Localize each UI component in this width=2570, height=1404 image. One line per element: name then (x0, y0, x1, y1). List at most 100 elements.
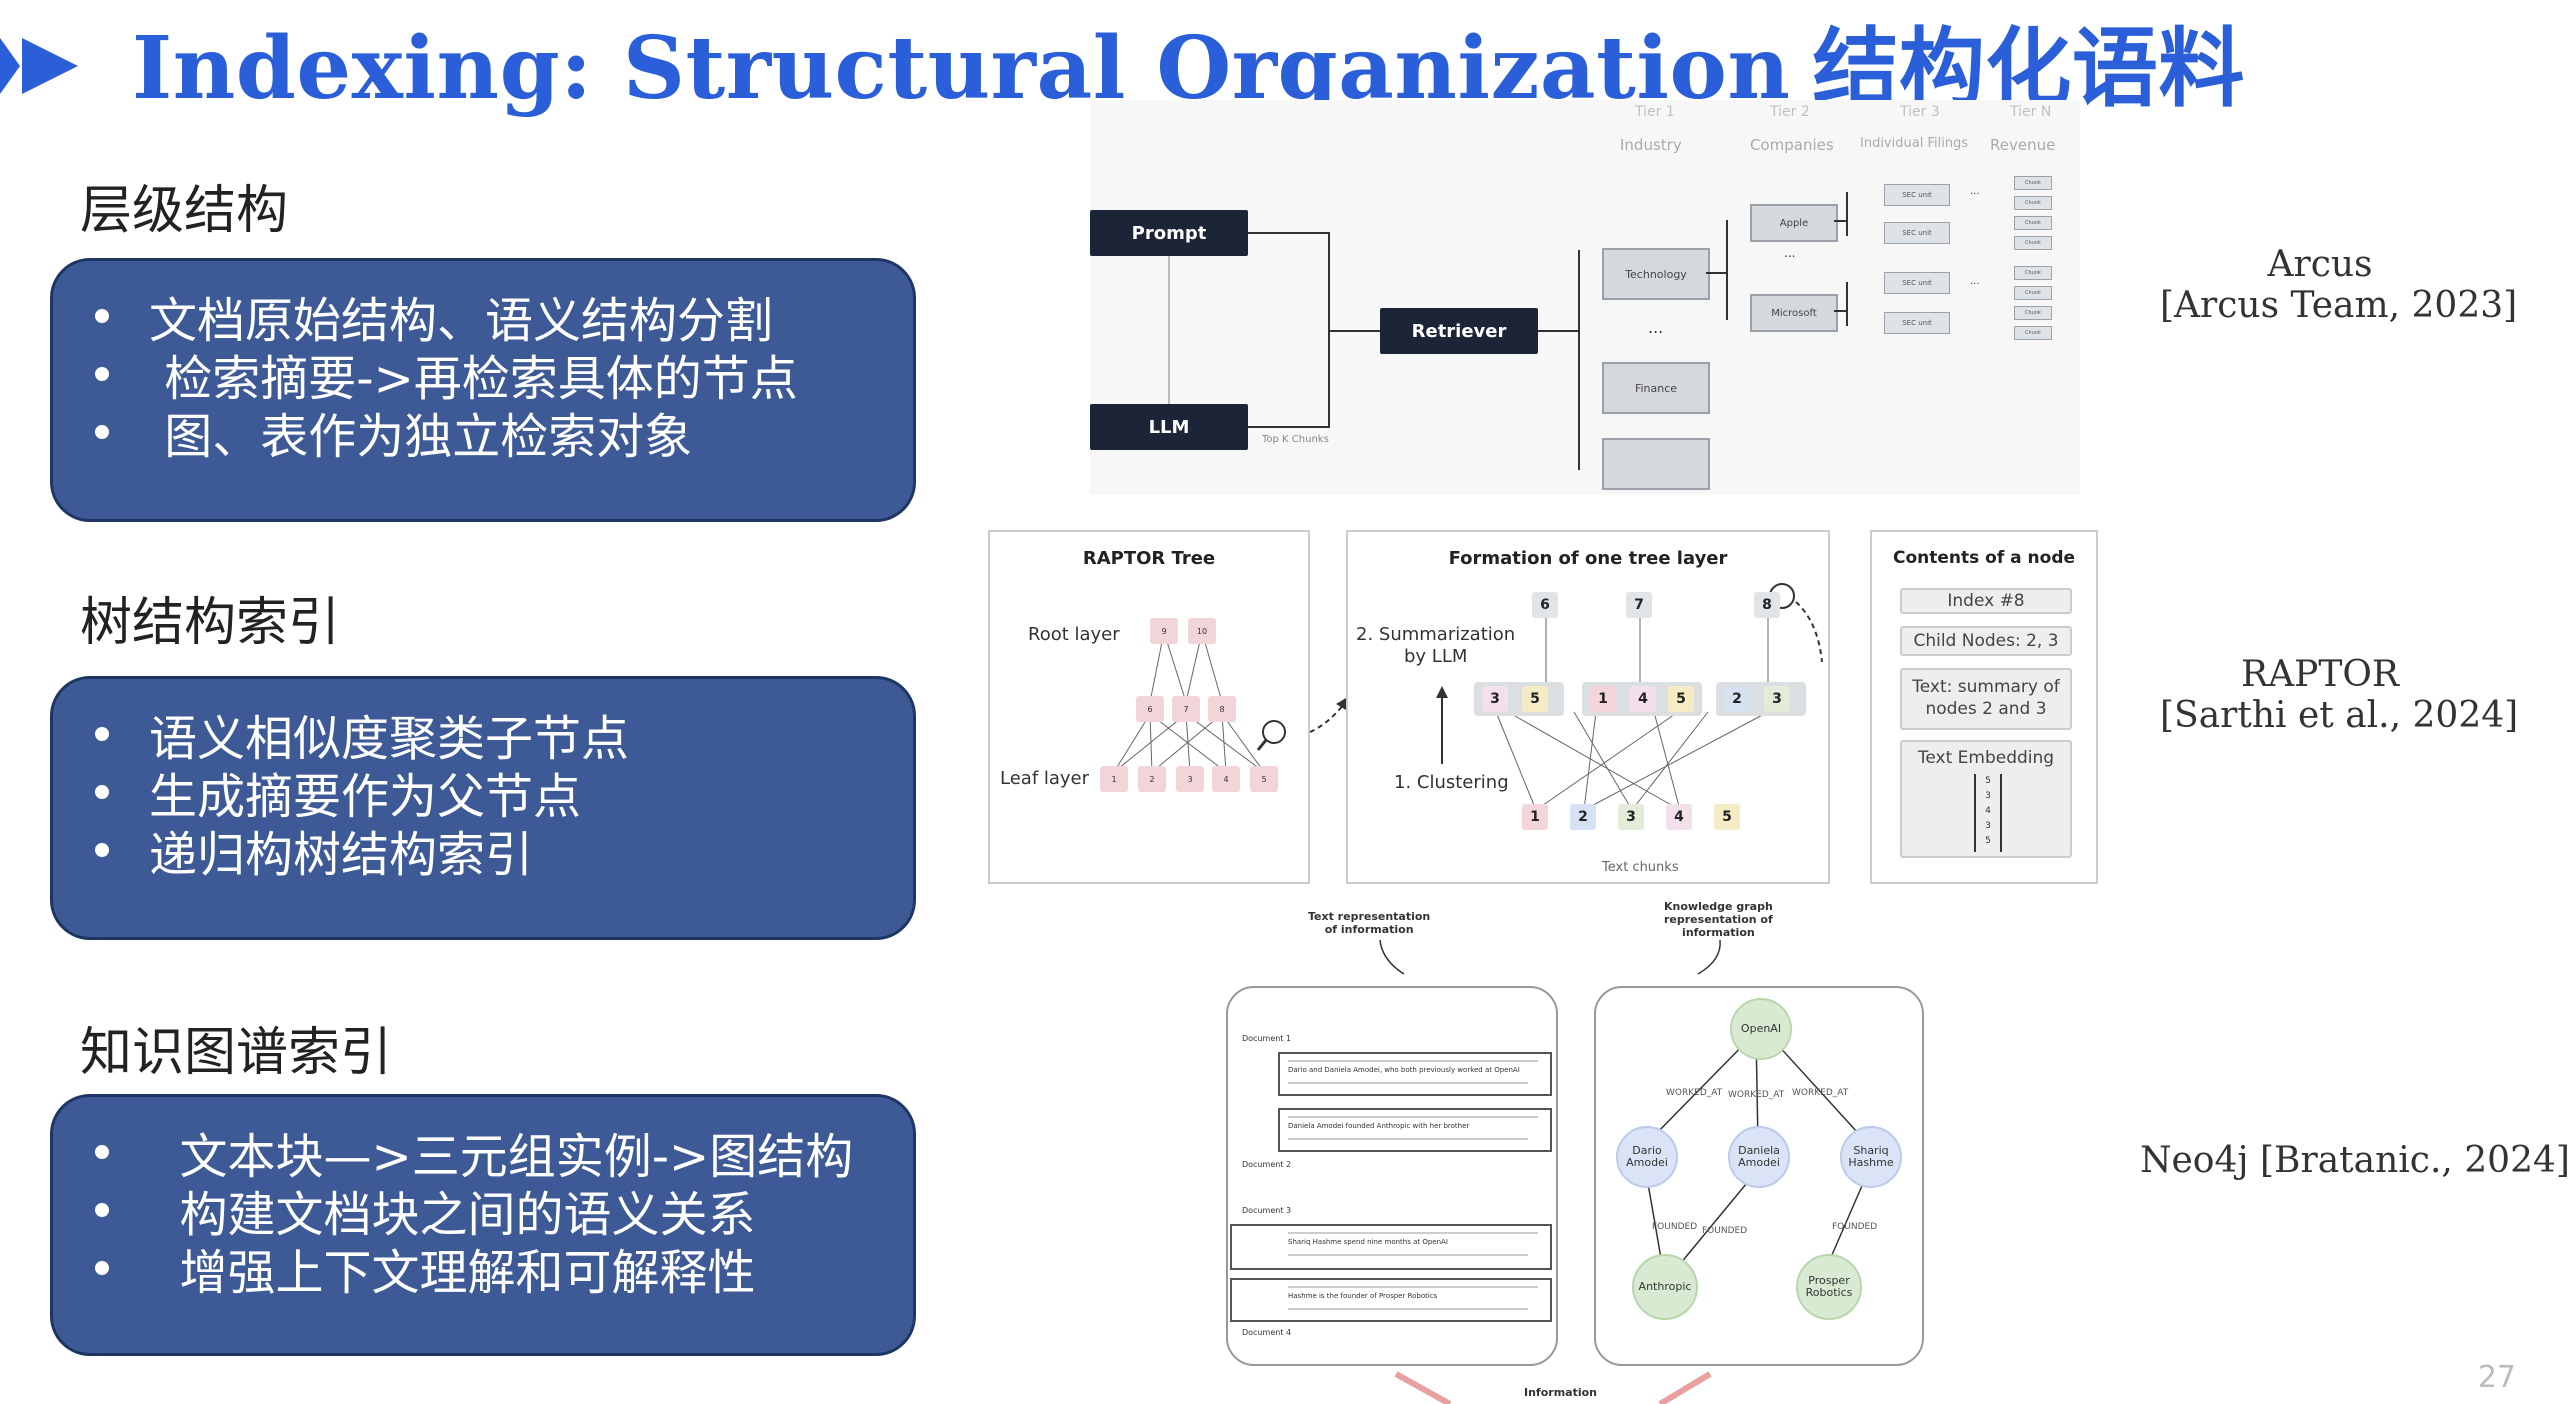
root-layer-label: Root layer (1028, 624, 1120, 645)
ghost-line (1288, 1232, 1538, 1234)
ghost-line (1288, 1060, 1538, 1062)
kg-node-prosper: Prosper Robotics (1796, 1254, 1862, 1320)
summarization-label: by LLM (1404, 646, 1468, 667)
chunk-box: Chunk (2014, 286, 2052, 300)
connector-line (1248, 426, 1328, 428)
cluster-chunk: 2 (1724, 686, 1750, 712)
connector-line (1726, 220, 1728, 320)
connector-line (1846, 282, 1848, 326)
bullet-item: 文档原始结构、语义结构分割 (83, 287, 883, 349)
text-chunk: 4 (1666, 804, 1692, 830)
cluster-chunk: 5 (1522, 686, 1548, 712)
bullet-item: 构建文档块之间的语义关系 (83, 1181, 883, 1243)
text-chunk: 3 (1618, 804, 1644, 830)
retriever-box: Retriever (1380, 308, 1538, 354)
play-arrow-icon (0, 38, 78, 94)
filing-box: SEC unit (1884, 184, 1950, 206)
tree-node: 10 (1188, 618, 1216, 644)
document-label: Document 4 (1242, 1328, 1292, 1337)
citation-ref: [Arcus Team, 2023] (2160, 285, 2518, 326)
connector-line (1248, 232, 1328, 234)
panel-title: Formation of one tree layer (1448, 548, 1728, 569)
section-heading-hierarchy: 层级结构 (80, 181, 289, 241)
tier-sub-label: Companies (1750, 136, 1834, 154)
connector-line (1328, 330, 1380, 332)
formation-panel: Formation of one tree layer 2. Summariza… (1346, 530, 1830, 884)
ghost-line (1288, 1254, 1528, 1256)
text-chunk: 1 (1522, 804, 1548, 830)
bullet-box-kg: 文本块—>三元组实例->图结构 构建文档块之间的语义关系 增强上下文理解和可解释… (50, 1094, 916, 1356)
bullet-icon (95, 309, 109, 323)
connector-line (1328, 332, 1330, 428)
clustering-label: 1. Clustering (1394, 772, 1509, 793)
kg-node-anthropic: Anthropic (1632, 1254, 1698, 1320)
ghost-line (1288, 1116, 1538, 1118)
cluster-chunk: 4 (1630, 686, 1656, 712)
bullet-item: 语义相似度聚类子节点 (83, 705, 883, 767)
cluster-chunk: 1 (1590, 686, 1616, 712)
ellipsis: ... (1648, 318, 1664, 337)
panel-title: RAPTOR Tree (1082, 548, 1216, 569)
doc-sentence: Hashme is the founder of Prosper Robotic… (1288, 1292, 1438, 1300)
connector-line (1168, 256, 1170, 404)
company-box-apple: Apple (1750, 204, 1838, 242)
document-label: Document 2 (1242, 1160, 1292, 1169)
bullet-item: 增强上下文理解和可解释性 (83, 1239, 883, 1301)
text-representation-panel: Document 1 Dario and Daniela Amodei, who… (1226, 986, 1558, 1366)
edge-label: WORKED_AT (1792, 1088, 1849, 1098)
tree-node: 9 (1150, 618, 1178, 644)
doc-block: Dario and Daniela Amodei, who both previ… (1278, 1052, 1552, 1096)
kg-node-daniela: Daniela Amodei (1728, 1126, 1790, 1188)
text-chunk: 5 (1714, 804, 1740, 830)
citation-arcus: Arcus [Arcus Team, 2023] (2160, 244, 2518, 326)
bullet-item: 生成摘要作为父节点 (83, 763, 883, 825)
node-text-line: Text: summary of (1912, 677, 2060, 697)
tree-node: 4 (1212, 766, 1240, 792)
bullet-item: 检索摘要->再检索具体的节点 (83, 345, 883, 407)
kg-node-shariq: Shariq Hashme (1840, 1126, 1902, 1188)
doc-block: Hashme is the founder of Prosper Robotic… (1230, 1278, 1552, 1322)
bullet-box-hierarchy: 文档原始结构、语义结构分割 检索摘要->再检索具体的节点 图、表作为独立检索对象 (50, 258, 916, 522)
chunk-box: Chunk (2014, 196, 2052, 210)
summary-node: 6 (1532, 592, 1558, 618)
tree-edges (1113, 631, 1286, 773)
chunk-box: Chunk (2014, 176, 2052, 190)
chunk-box: Chunk (2014, 266, 2052, 280)
connector-line (1328, 232, 1330, 332)
filing-box: SEC unit (1884, 312, 1950, 334)
node-index-field: Index #8 (1900, 588, 2072, 614)
tier-label: Tier 2 (1770, 104, 1810, 120)
ellipsis: ... (1784, 246, 1796, 260)
text-chunk: 2 (1570, 804, 1596, 830)
ellipsis: ... (1970, 186, 1980, 197)
node-text-field: Text: summary of nodes 2 and 3 (1900, 668, 2072, 730)
kg-rep-label: Knowledge graph representation of inform… (1664, 900, 1773, 939)
kg-representation-panel: WORKED_AT WORKED_AT WORKED_AT FOUNDED FO… (1594, 986, 1924, 1366)
bullet-icon (95, 1145, 109, 1159)
document-label: Document 1 (1242, 1034, 1292, 1043)
kg-node-openai: OpenAI (1730, 998, 1792, 1060)
bullet-icon (95, 367, 109, 381)
summarization-label: 2. Summarization (1356, 624, 1516, 645)
citation-raptor: RAPTOR [Sarthi et al., 2024] (2160, 654, 2518, 736)
bullet-text: 文本块—>三元组实例->图结构 (149, 1129, 854, 1185)
doc-block: Daniela Amodei founded Anthropic with he… (1278, 1108, 1552, 1152)
bullet-text: 检索摘要->再检索具体的节点 (149, 351, 798, 407)
tier-label: Tier N (2010, 104, 2052, 120)
chunk-box: Chunk (2014, 216, 2052, 230)
tier-label: Tier 3 (1900, 104, 1940, 120)
llm-box: LLM (1090, 404, 1248, 450)
bullet-text: 生成摘要作为父节点 (149, 769, 582, 825)
cluster-chunk: 3 (1482, 686, 1508, 712)
summary-node: 7 (1626, 592, 1652, 618)
bullet-text: 构建文档块之间的语义关系 (149, 1187, 756, 1243)
leaf-layer-label: Leaf layer (1000, 768, 1090, 789)
citation-neo4j: Neo4j [Bratanic., 2024] (2140, 1140, 2570, 1181)
section-heading-tree: 树结构索引 (80, 593, 341, 653)
tier-sub-label: Industry (1620, 136, 1682, 154)
ghost-line (1288, 1286, 1538, 1288)
company-box-microsoft: Microsoft (1750, 294, 1838, 332)
kg-node-dario: Dario Amodei (1616, 1126, 1678, 1188)
filing-box: SEC unit (1884, 222, 1950, 244)
